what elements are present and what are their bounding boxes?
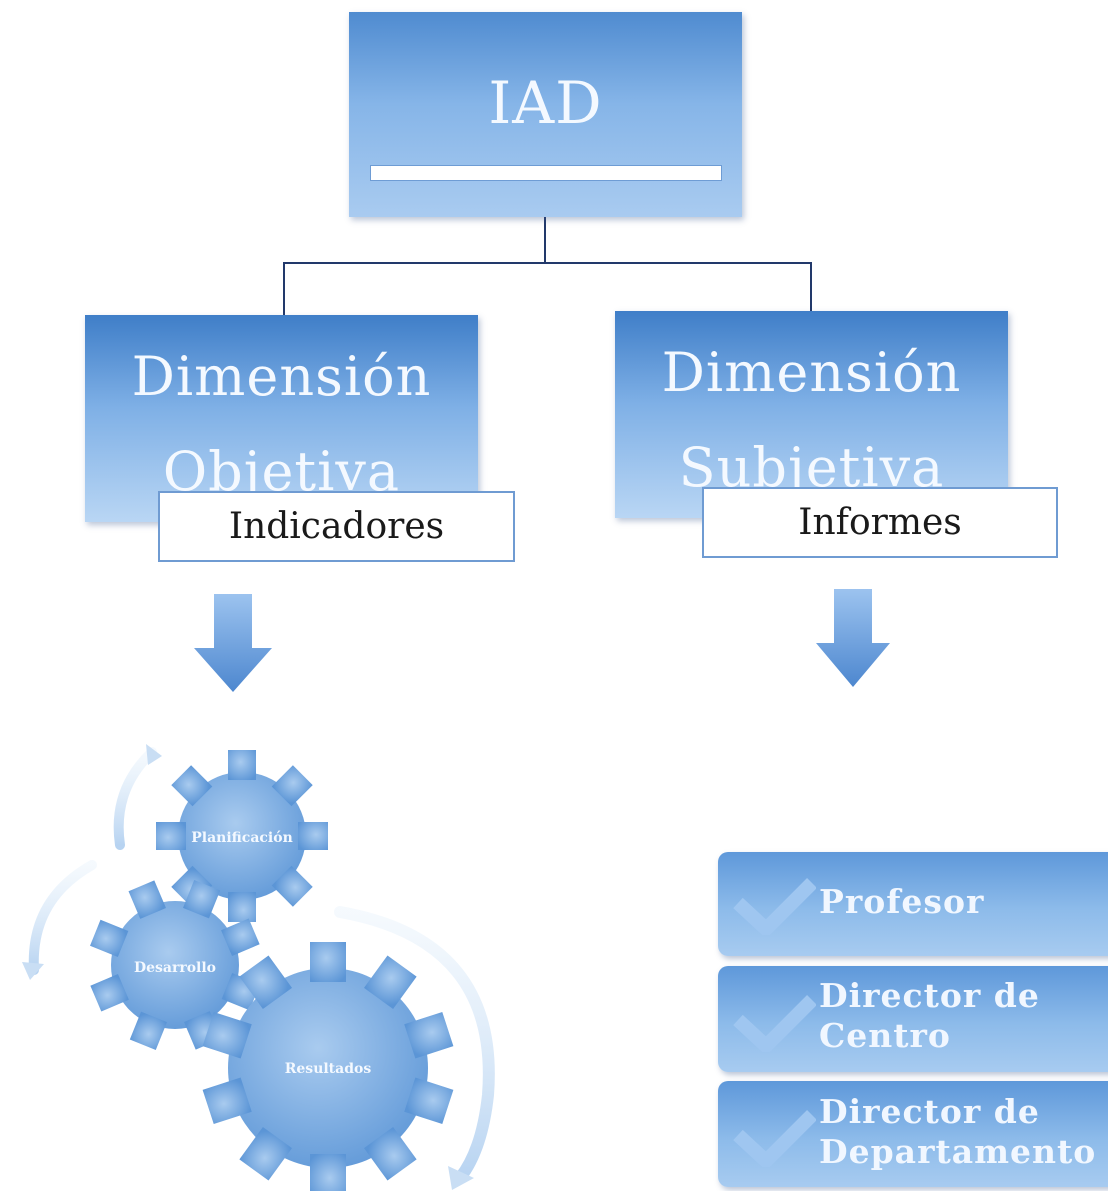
root-bar	[370, 165, 722, 181]
curved-arrow-icon	[22, 962, 44, 980]
checkmark-icon	[733, 1110, 816, 1167]
gear-label-resultados: Resultados	[285, 1061, 372, 1077]
gear-label-desarrollo: Desarrollo	[134, 960, 216, 976]
dimension-subjetiva-line1: Dimensión	[661, 341, 962, 404]
indicadores-label: Indicadores	[158, 491, 515, 562]
checkmark-icon	[733, 878, 816, 935]
curved-arrow-icon	[113, 747, 157, 850]
list-item-director-departamento: Director de Departamento	[718, 1081, 1108, 1187]
gear-label-planificacion: Planificación	[191, 830, 293, 846]
item-line2: Centro	[819, 1016, 951, 1055]
down-arrow-icon	[194, 594, 272, 692]
curved-arrow-icon	[334, 906, 495, 1184]
curved-arrow-icon	[146, 744, 162, 765]
curved-arrow-icon	[448, 1166, 474, 1190]
curved-arrow-icon	[28, 860, 97, 975]
root-title: IAD	[488, 69, 603, 137]
checkmark-icon	[733, 995, 816, 1052]
list-item-director-centro: Director de Centro	[718, 966, 1108, 1072]
gear-icon	[90, 880, 260, 1050]
informes-label: Informes	[702, 487, 1058, 558]
item-line1: Director de	[819, 976, 1040, 1015]
item-line2: Departamento	[819, 1132, 1097, 1171]
list-item-profesor: Profesor	[718, 852, 1108, 956]
gear-cycle-diagram: Planificación Desarrollo Resultados	[22, 744, 495, 1191]
down-arrow-icon	[816, 589, 890, 687]
dimension-objetiva-box: Dimensión Objetiva	[85, 315, 478, 522]
root-node: IAD	[349, 12, 742, 217]
dimension-objetiva-line1: Dimensión	[131, 345, 432, 408]
dimension-subjetiva-box: Dimensión Subjetiva	[615, 311, 1008, 518]
item-line1: Profesor	[819, 882, 985, 921]
gear-icon	[202, 942, 454, 1191]
item-line1: Director de	[819, 1092, 1040, 1131]
